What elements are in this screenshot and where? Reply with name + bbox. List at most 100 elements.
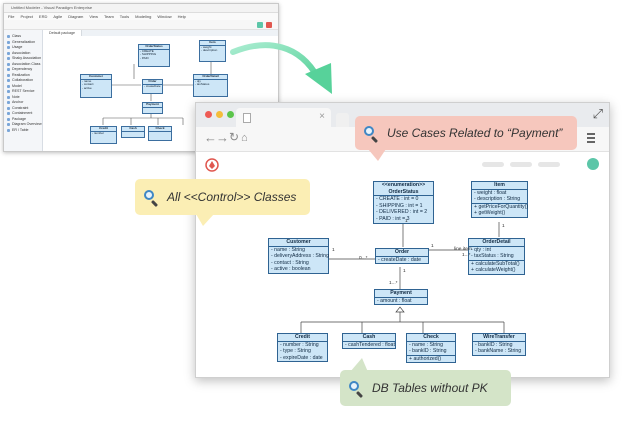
header-placeholder-bar (538, 162, 560, 167)
toolbox-item[interactable]: Dependency (4, 67, 42, 73)
toolbox-item[interactable]: Usage (4, 45, 42, 51)
toolbox-item[interactable]: REST Service (4, 89, 42, 95)
menu-item-tools[interactable]: Tools (119, 14, 130, 19)
browser-tab[interactable]: × (236, 108, 331, 127)
magnifier-icon (364, 125, 379, 143)
class-customer[interactable]: Customer - name : String - deliveryAddre… (268, 238, 329, 274)
class-attribute: - deliveryAddress : String (271, 253, 329, 260)
magnifier-icon (349, 380, 364, 398)
app-title: Untitled Modeler - Visual Paradigm Enter… (11, 5, 93, 10)
menu-item-window[interactable]: Window (157, 14, 172, 19)
reload-icon[interactable]: ↻ (229, 130, 240, 144)
class-credit[interactable]: Credit - number : String - type : String… (277, 333, 328, 363)
user-avatar[interactable] (587, 158, 599, 170)
forward-arrow-icon[interactable]: → (216, 130, 229, 145)
class-check[interactable]: Check - name : String - bankID : String … (406, 333, 456, 364)
arrow-shaft (230, 42, 321, 81)
diagram-toolbox: Class Generalization Usage Association S… (4, 30, 43, 151)
class-attribute: - bankID : String (409, 348, 447, 355)
toolbox-item[interactable]: Class (4, 34, 42, 40)
menu-item-erd[interactable]: ERD (38, 14, 48, 19)
mini-class-customer: Customer- name- contact- active (80, 74, 112, 98)
toolbox-item[interactable]: Note (4, 95, 42, 101)
toolbox-item[interactable]: Shaky Association (4, 56, 42, 62)
class-attribute: - DELIVERED : int = 2 (376, 209, 428, 216)
menu-item-agile[interactable]: Agile (53, 14, 63, 19)
class-attribute: - PAID : int = 3 (376, 215, 410, 222)
callout-control-classes[interactable]: All <<Control>> Classes (135, 179, 310, 215)
header-placeholder-bar (482, 162, 504, 167)
app-toolbar (4, 20, 278, 30)
new-tab-button[interactable] (336, 113, 349, 127)
close-tab-icon[interactable]: × (319, 111, 325, 122)
class-operation: + getWeight() (474, 210, 506, 217)
class-cash[interactable]: Cash - cashTendered : float (342, 333, 396, 350)
menu-item-view[interactable]: View (89, 14, 98, 19)
home-icon[interactable]: ⌂ (241, 132, 248, 144)
multiplicity-label: 1 (332, 248, 335, 253)
class-order[interactable]: Order - createDate : date (375, 248, 429, 265)
callout-text: Use Cases Related to “Payment” (387, 126, 563, 140)
toolbox-item[interactable]: Constraint (4, 106, 42, 112)
class-wire-transfer[interactable]: WireTransfer - bankID : String - bankNam… (472, 333, 526, 356)
maximize-window-button[interactable] (227, 111, 234, 118)
menu-icon[interactable] (587, 133, 595, 143)
class-payment[interactable]: Payment - amount : float (374, 289, 428, 306)
class-attribute: - SHIPPING : int = 1 (376, 202, 423, 209)
class-attribute: - amount : float (377, 297, 412, 304)
class-operation: + authorized() (409, 355, 442, 362)
class-attribute: - contact : String (271, 259, 309, 266)
arrow-head (305, 63, 332, 94)
diagram-connectors (300, 217, 505, 333)
class-attribute: - taxStatus : String (471, 253, 514, 260)
class-order-status[interactable]: <<enumeration>>OrderStatus - CREATE : in… (373, 181, 434, 224)
class-attribute: - weight : float (474, 189, 507, 196)
menu-item-project[interactable]: Project (20, 14, 33, 19)
class-attribute: - name : String (409, 341, 444, 348)
app-title-bar: Untitled Modeler - Visual Paradigm Enter… (4, 4, 278, 13)
toolbox-item[interactable]: Diagram Overview (4, 122, 42, 128)
multiplicity-label: 1 (502, 224, 505, 229)
class-attribute: - bankName : String (475, 348, 522, 355)
menu-item-diagram[interactable]: Diagram (68, 14, 84, 19)
callout-db-tables[interactable]: DB Tables without PK (340, 370, 511, 406)
flag-icon[interactable] (266, 22, 272, 28)
mini-class-check: Check (148, 126, 172, 141)
class-item[interactable]: Item - weight : float - description : St… (471, 181, 528, 218)
mini-class-item: Item- weight- description (199, 40, 226, 62)
menu-item-modeling[interactable]: Modeling (135, 14, 152, 19)
class-attribute: - cashTendered : float (345, 341, 395, 348)
menu-item-help[interactable]: Help (177, 14, 186, 19)
toolbox-item[interactable]: Anchor (4, 100, 42, 106)
association-label: line item (454, 247, 472, 252)
toolbox-item[interactable]: Containment (4, 111, 42, 117)
class-order-detail[interactable]: OrderDetail - qty : int - taxStatus : St… (468, 238, 525, 275)
tab-default-package[interactable]: Default package (43, 30, 82, 36)
diagram-tab-bar: Default package (43, 30, 278, 36)
callout-text: DB Tables without PK (372, 381, 488, 395)
menu-item-file[interactable]: File (8, 14, 15, 19)
back-arrow-icon[interactable]: ← (204, 130, 217, 145)
class-operation: + calculateWeight() (471, 267, 516, 274)
toolbox-item[interactable]: Generalization (4, 40, 42, 46)
toolbox-item[interactable]: Model (4, 84, 42, 90)
toolbox-item[interactable]: Collaboration (4, 78, 42, 84)
class-attribute: - qty : int (471, 246, 491, 253)
toolbox-item[interactable]: Realization (4, 73, 42, 79)
toolbox-item[interactable]: Association (4, 51, 42, 57)
class-attribute: - number : String (280, 341, 319, 348)
class-operation: + calculateSubTotal() (471, 260, 520, 267)
toolbox-item[interactable]: Package (4, 117, 42, 123)
menu-item-team[interactable]: Team (104, 14, 114, 19)
minimize-window-button[interactable] (216, 111, 223, 118)
close-window-button[interactable] (205, 111, 212, 118)
toolbox-item[interactable]: ER / Table (4, 128, 42, 134)
toolbox-item[interactable]: Association Class (4, 62, 42, 68)
sync-icon[interactable] (257, 22, 263, 28)
class-attribute: - createDate : date (378, 256, 421, 263)
callout-use-cases-payment[interactable]: Use Cases Related to “Payment” (355, 116, 577, 150)
expand-icon[interactable]: ⤢ (592, 106, 603, 121)
app-logo-icon (205, 158, 219, 172)
callout-pointer (196, 214, 214, 226)
